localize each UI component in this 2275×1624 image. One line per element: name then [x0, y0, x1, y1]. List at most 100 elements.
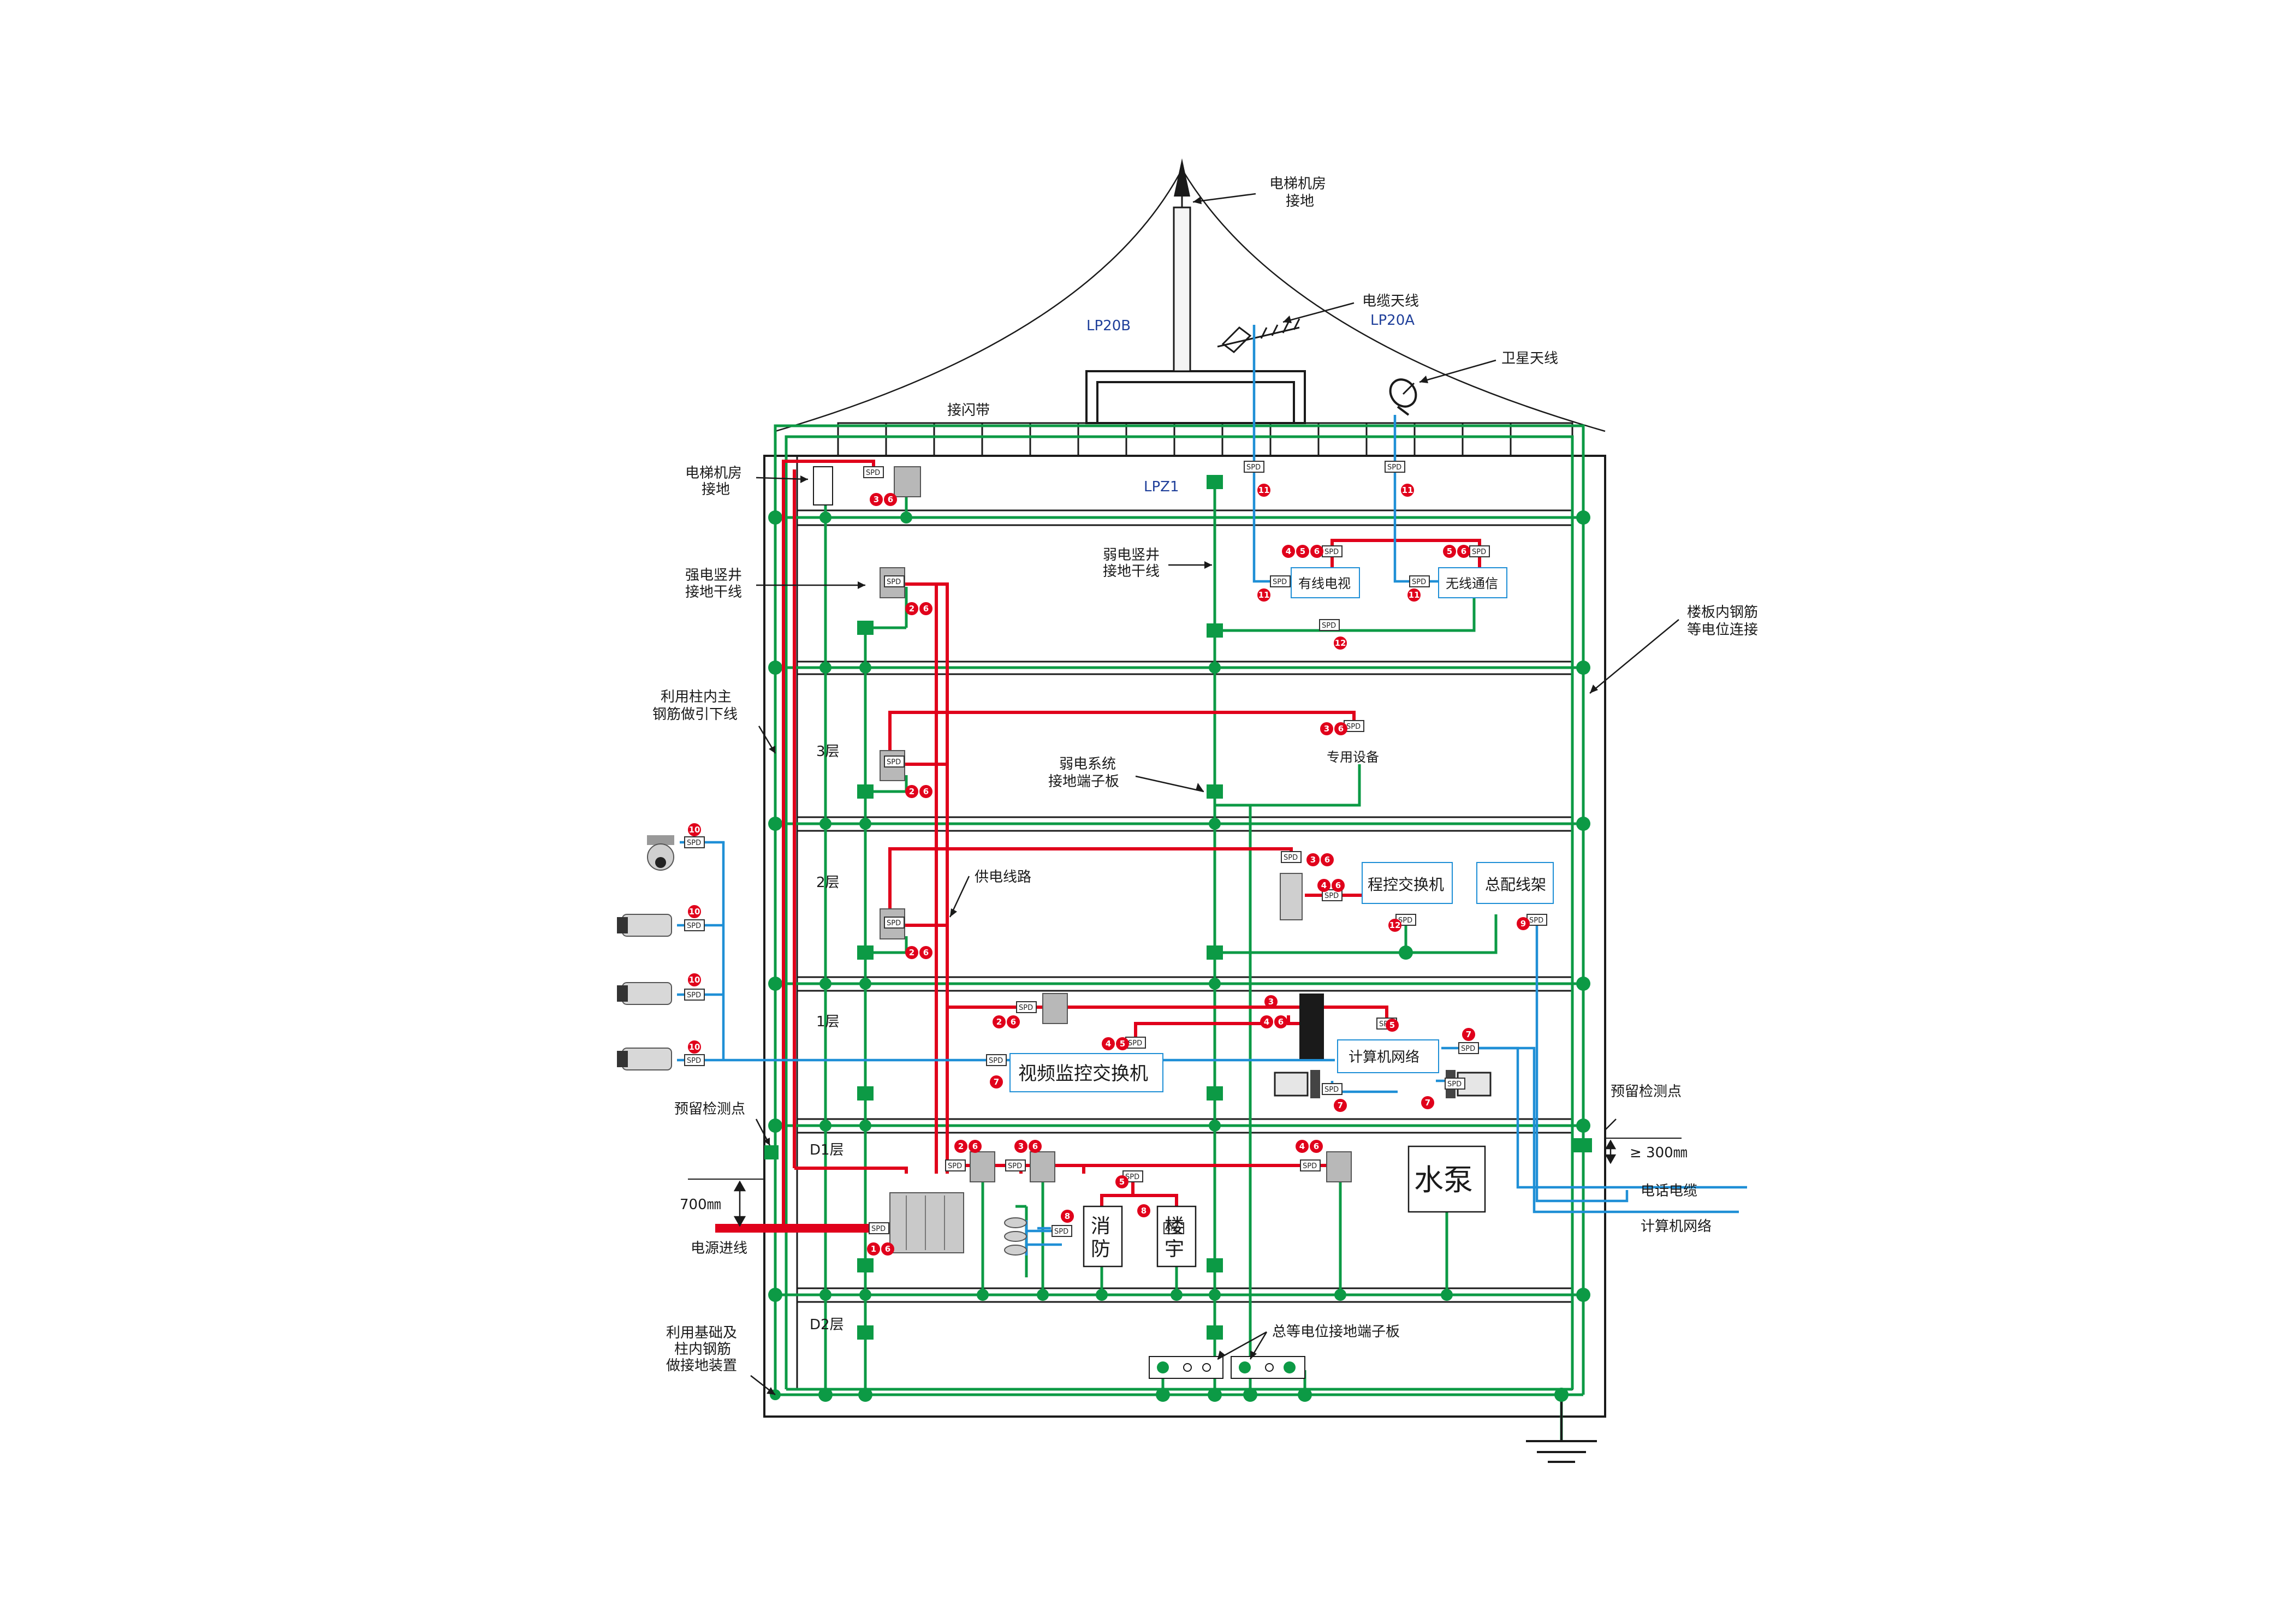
spd-module: SPD [1409, 575, 1430, 587]
badge-number: 6 [923, 604, 929, 614]
cameras [617, 835, 674, 1070]
number-badge: 11 [1257, 484, 1270, 497]
number-badge: 3 [1014, 1140, 1027, 1153]
badge-number: 6 [923, 787, 929, 796]
badge-number: 7 [1338, 1100, 1343, 1110]
grounding-terminal-boards [764, 475, 1592, 1340]
badge-number: 5 [1119, 1177, 1125, 1187]
spd-module: SPD [1322, 1083, 1343, 1095]
foundation-label-2: 柱内钢筋 [674, 1341, 731, 1358]
weak-shaft-label-1: 弱电竖井 [1103, 547, 1160, 563]
number-badge: 4 [1260, 1015, 1273, 1028]
computer-network-box [1337, 1039, 1439, 1073]
earth-ground-icon [1526, 1395, 1597, 1463]
badge-number: 5 [1300, 546, 1305, 556]
spd-label: SPD [1246, 463, 1261, 472]
dim-300-label: ≥ 300㎜ [1630, 1145, 1688, 1161]
badge-number: 2 [909, 787, 914, 796]
weak-terminal-label-1: 弱电系统 [1059, 756, 1116, 772]
foundation-label-1: 利用基础及 [666, 1325, 737, 1341]
column-rebar-label-1: 利用柱内主 [661, 689, 732, 705]
number-badge: 6 [1332, 879, 1345, 892]
badge-number: 2 [996, 1017, 1002, 1027]
number-badge: 3 [1264, 995, 1278, 1008]
spd-module: SPD [684, 836, 705, 848]
badge-number: 3 [1018, 1141, 1024, 1151]
reserved-point-right-label: 预留检测点 [1611, 1084, 1682, 1100]
number-badge: 10 [688, 905, 701, 918]
number-badge: 6 [1334, 722, 1347, 735]
desktop-computer-icon [1274, 1070, 1320, 1098]
supply-line-label: 供电线路 [975, 869, 1031, 885]
satellite-label: 卫星天线 [1501, 350, 1558, 367]
black-boxes [1083, 1145, 1486, 1268]
spd-label: SPD [887, 758, 901, 766]
water-pump-label: 水泵 [1414, 1163, 1473, 1197]
floor-1-label: 1层 [816, 1014, 840, 1030]
badge-number: 6 [1335, 881, 1341, 890]
mdf-label: 总配线架 [1485, 876, 1546, 894]
building-box [1156, 1205, 1197, 1268]
pbx-power-unit [1280, 873, 1303, 920]
spd-label: SPD [1273, 578, 1287, 586]
main-switchgear [889, 1192, 964, 1253]
spd-module: SPD [1458, 1042, 1479, 1054]
video-switch-label: 视频监控交换机 [1018, 1063, 1148, 1085]
number-badge: 10 [688, 1040, 701, 1054]
dome-camera-icon [647, 835, 674, 871]
arrow-heads [763, 197, 1598, 1395]
number-badge: 6 [1274, 1015, 1287, 1028]
spd-label: SPD [1019, 1004, 1033, 1012]
badge-number: 6 [1338, 724, 1344, 734]
spd-label: SPD [948, 1162, 962, 1170]
panel-d1-b [1030, 1151, 1055, 1182]
spd-label: SPD [1324, 1086, 1339, 1094]
spd-label: SPD [687, 991, 701, 1000]
badge-number: 6 [1314, 546, 1320, 556]
badge-number: 2 [958, 1141, 964, 1151]
dim-700-label: 700㎜ [680, 1197, 721, 1213]
spd-module: SPD [684, 919, 705, 931]
number-badge: 11 [1257, 588, 1270, 602]
weak-terminal-label-2: 接地端子板 [1048, 774, 1119, 790]
cable-tv-label: 有线电视 [1298, 576, 1351, 591]
badge-number: 6 [1324, 855, 1330, 865]
video-switch-box [1009, 1053, 1163, 1092]
spd-module: SPD [945, 1159, 966, 1171]
spd-module: SPD [884, 756, 905, 768]
spd-label: SPD [1284, 854, 1298, 862]
badge-number: 3 [1324, 724, 1329, 734]
spd-label: SPD [1324, 892, 1339, 900]
spd-label: SPD [687, 922, 701, 930]
badge-number: 6 [885, 1244, 890, 1254]
badge-number: 4 [1321, 881, 1327, 890]
smoke-detector-icons [1004, 1217, 1027, 1256]
flash-strip-label: 接闪带 [947, 402, 990, 419]
number-badge: 5 [1386, 1019, 1399, 1032]
wireless-label: 无线通信 [1446, 576, 1498, 591]
number-badge: 4 [1102, 1037, 1115, 1050]
spd-module: SPD [1469, 545, 1490, 557]
spd-module: SPD [1244, 461, 1264, 473]
reserved-point-left-label: 预留检测点 [674, 1101, 745, 1117]
lp20b-label: LP20B [1086, 318, 1131, 334]
number-badge: 12 [1388, 919, 1401, 932]
number-badge: 6 [919, 602, 932, 615]
bullet-camera-icon [617, 1048, 672, 1070]
spd-module: SPD [1445, 1078, 1465, 1090]
parapet-divisions [885, 423, 1512, 456]
spd-module: SPD [684, 1054, 705, 1066]
spd-label: SPD [1166, 1225, 1180, 1233]
computers [1274, 1070, 1492, 1098]
badge-number: 8 [1065, 1211, 1070, 1221]
spd-label: SPD [1054, 1228, 1068, 1236]
badge-number: 12 [1335, 638, 1346, 648]
number-badge: 8 [1137, 1204, 1150, 1217]
badge-number: 1 [871, 1244, 876, 1254]
spd-module: SPD [1319, 619, 1340, 631]
fire-label-2: 防 [1091, 1238, 1110, 1260]
badge-number: 6 [972, 1141, 978, 1151]
spd-module: SPD [869, 1222, 889, 1234]
building-label-1: 楼 [1165, 1215, 1184, 1238]
badge-number: 10 [689, 907, 700, 917]
